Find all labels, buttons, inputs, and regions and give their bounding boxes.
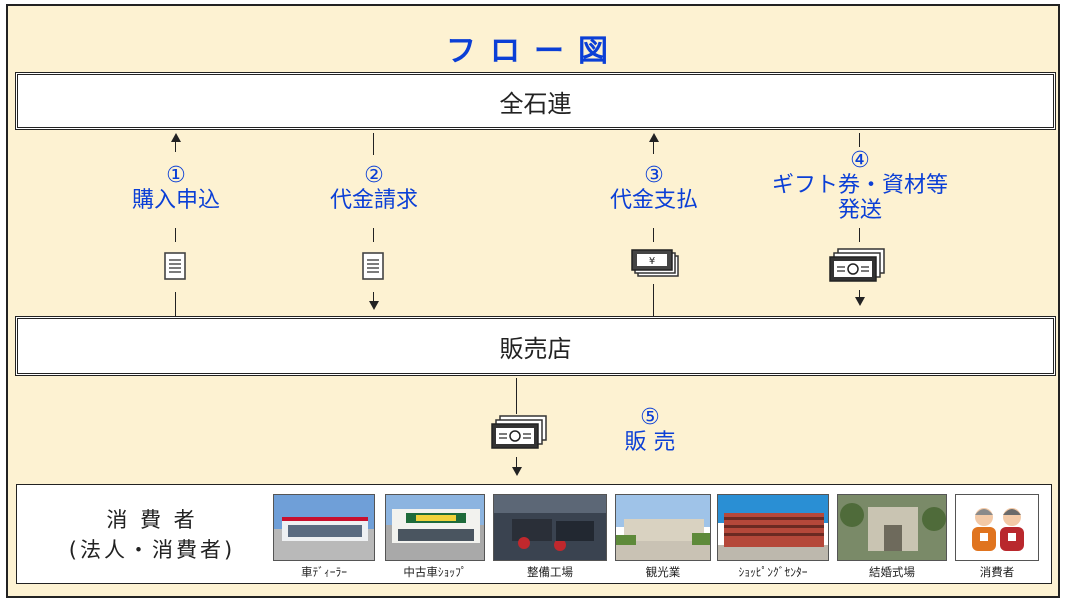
consumers-box: 消 費 者 (法人・消費者) 車ﾃﾞｨｰﾗｰ — [16, 484, 1052, 584]
step-4-number: ④ — [850, 148, 870, 173]
dealer-box: 販売店 — [15, 316, 1056, 376]
car-dealer-label: 車ﾃﾞｨｰﾗｰ — [301, 565, 347, 579]
connector-4a — [859, 133, 860, 147]
step-1-label: 購入申込 — [131, 188, 220, 213]
connector-3b — [653, 228, 654, 242]
document-icon — [164, 252, 186, 280]
zensekiren-label: 全石連 — [499, 89, 572, 118]
consumer-label: 消費者 — [979, 565, 1015, 579]
connector-1a — [175, 140, 176, 152]
used-car-shop-label: 中古車ｼｮｯﾌﾟ — [403, 565, 467, 579]
connector-5b — [516, 457, 517, 469]
document-icon — [362, 252, 384, 280]
zensekiren-box: 全石連 — [15, 72, 1056, 130]
connector-3a — [653, 140, 654, 154]
step-2-number: ② — [364, 163, 384, 188]
step-2-label: 代金請求 — [329, 188, 418, 213]
arrow-down-2 — [369, 301, 379, 310]
connector-1b — [175, 228, 176, 242]
step-1: ① 購入申込 — [96, 163, 256, 213]
step-5-label: 販 売 — [624, 430, 676, 455]
tourism-photo — [615, 494, 711, 561]
step-2: ② 代金請求 — [292, 163, 456, 213]
car-dealer-photo — [273, 494, 375, 561]
repair-shop-label: 整備工場 — [527, 565, 573, 579]
tourism-label: 観光業 — [645, 565, 681, 579]
repair-shop-photo — [493, 494, 607, 561]
consumers-label-line1: 消 費 者 — [106, 508, 198, 532]
shopping-center-photo — [717, 494, 829, 561]
svg-text:¥: ¥ — [649, 256, 655, 267]
gift-voucher-icon — [491, 415, 547, 449]
shopping-center-label: ｼｮｯﾋﾟﾝｸﾞｾﾝﾀｰ — [738, 565, 808, 579]
connector-2b — [373, 228, 374, 242]
step-5: ⑤ 販 売 — [600, 405, 700, 455]
consumer-photo — [955, 494, 1039, 561]
step-4: ④ ギフト券・資材等 発送 — [740, 148, 980, 223]
step-3-label: 代金支払 — [609, 188, 698, 213]
step-1-number: ① — [166, 163, 186, 188]
dealer-label: 販売店 — [499, 334, 572, 363]
connector-4c — [859, 290, 860, 298]
step-4-label-line1: ギフト券・資材等 — [771, 173, 948, 198]
step-3: ③ 代金支払 — [572, 163, 736, 213]
page-title: フロー図 — [446, 34, 622, 69]
connector-5a — [516, 378, 517, 414]
arrow-down-5 — [512, 467, 522, 476]
used-car-shop-photo — [385, 494, 485, 561]
connector-2a — [373, 133, 374, 155]
connector-1c — [175, 292, 176, 316]
connector-2c — [373, 292, 374, 302]
step-3-number: ③ — [644, 163, 664, 188]
step-4-label-line2: 発送 — [837, 198, 882, 223]
connector-4b — [859, 228, 860, 242]
yen-bills-icon: ¥ — [631, 249, 679, 277]
connector-3c — [653, 284, 654, 316]
arrow-up-3 — [649, 133, 659, 142]
step-5-number: ⑤ — [640, 405, 660, 430]
arrow-up-1 — [171, 133, 181, 142]
wedding-hall-photo — [837, 494, 947, 561]
consumers-label-line2: (法人・消費者) — [68, 538, 236, 562]
wedding-hall-label: 結婚式場 — [869, 565, 915, 579]
gift-voucher-icon — [829, 248, 885, 282]
consumers-label: 消 費 者 (法人・消費者) — [37, 505, 267, 565]
arrow-down-4 — [855, 297, 865, 306]
